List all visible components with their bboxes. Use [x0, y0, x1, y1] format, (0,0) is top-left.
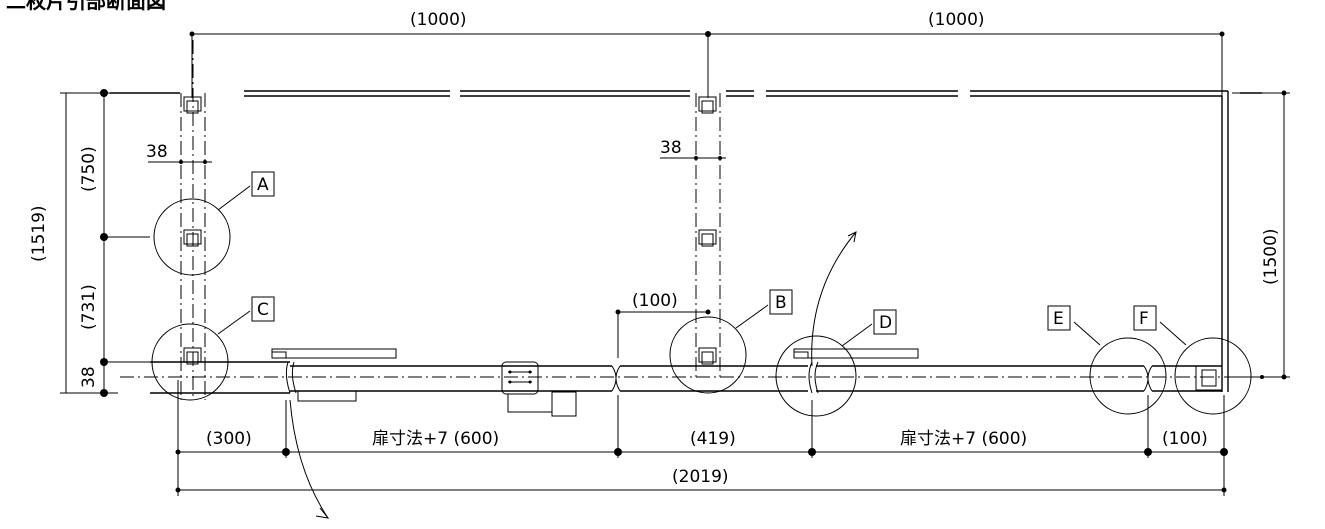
detail-label-c: C: [257, 300, 269, 320]
dim-bottom-300: (300): [206, 429, 252, 449]
dim-bottom-door-left: 扉寸法+7 (600): [372, 429, 499, 449]
detail-label-b: B: [775, 293, 787, 313]
detail-label-e: E: [1053, 309, 1064, 329]
dim-top-right: (1000): [928, 10, 985, 30]
left-post: 38: [146, 40, 212, 400]
dim-bottom-100: (100): [1162, 429, 1208, 449]
dim-right-height: (1500): [1261, 228, 1281, 285]
offset-dimension: (100): [615, 291, 711, 358]
right-dimension: (1500): [1232, 90, 1290, 380]
detail-label-d: D: [879, 313, 892, 333]
detail-callouts: A C B D E F: [151, 171, 1252, 417]
drawing-title: 二枚片引部断面図: [6, 0, 166, 13]
dim-offset-100: (100): [632, 291, 678, 311]
top-dimension: (1000) (1000): [189, 10, 1225, 98]
dim-post-width-center: 38: [660, 138, 682, 158]
dim-bottom-door-right: 扉寸法+7 (600): [900, 429, 1027, 449]
dim-post-width-left: 38: [146, 142, 168, 162]
dim-bottom-419: (419): [690, 429, 736, 449]
dim-top-left: (1000): [410, 10, 467, 30]
door-leaf-left: [271, 348, 621, 402]
dim-left-upper: (750): [79, 146, 99, 192]
bottom-frame: [150, 361, 1222, 394]
dim-left-middle: (731): [79, 284, 99, 330]
dim-left-bottom: 38: [79, 366, 99, 388]
end-stopper: [1195, 365, 1223, 391]
bottom-dimensions: (300) 扉寸法+7 (600) (419) 扉寸法+7 (600) (100…: [175, 380, 1228, 496]
center-post: 38: [660, 93, 726, 380]
left-dimensions: (1519) (750) (731) 38: [29, 89, 150, 397]
lock-unit: [501, 361, 577, 417]
detail-label-a: A: [257, 175, 269, 195]
swing-arrows: [289, 231, 857, 519]
top-rail: [110, 90, 1262, 392]
detail-label-f: F: [1139, 309, 1149, 329]
door-leaf-right: [793, 348, 1153, 394]
dim-bottom-total: (2019): [672, 467, 729, 487]
dim-left-total: (1519): [29, 205, 49, 262]
